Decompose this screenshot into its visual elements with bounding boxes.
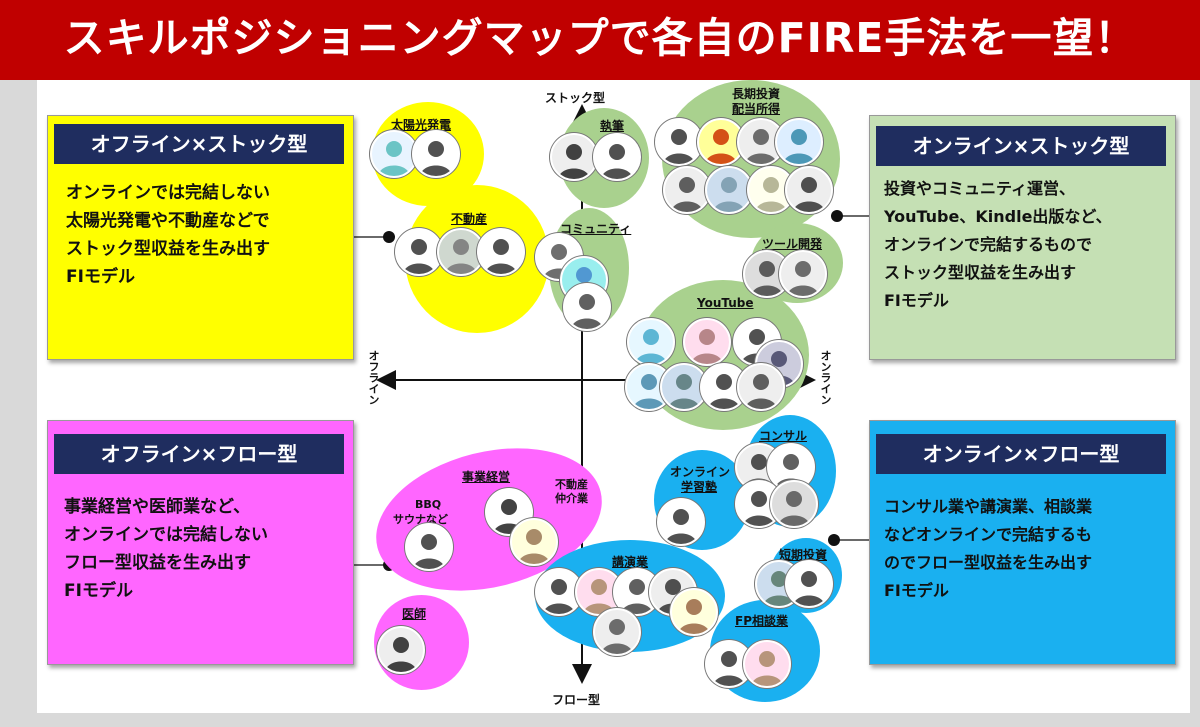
avatar xyxy=(663,166,711,214)
label-lecture: 講演業 xyxy=(612,555,649,569)
avatar xyxy=(705,166,753,214)
label-tooldev: ツール開発 xyxy=(762,237,823,251)
label-online-school-2: 学習塾 xyxy=(681,480,718,494)
box-title-online-flow: オンライン×フロー型 xyxy=(876,434,1166,474)
label-business: 事業経営 xyxy=(462,470,511,484)
avatar xyxy=(370,130,418,178)
label-bbq-1: BBQ xyxy=(415,498,442,511)
avatar xyxy=(395,228,443,276)
box-online-flow: オンライン×フロー型 コンサル業や講演業、相談業 などオンラインで完結するも の… xyxy=(869,420,1176,665)
avatar xyxy=(670,588,718,636)
avatar xyxy=(779,250,827,298)
label-realestate: 不動産 xyxy=(451,212,488,226)
label-community: コミュニティ xyxy=(560,222,632,236)
box-text-offline-stock: オンラインでは完結しない 太陽光発電や不動産などで ストック型収益を生み出す F… xyxy=(66,183,270,287)
box-title-offline-flow: オフライン×フロー型 xyxy=(54,434,344,474)
axis-label-online: オンライン xyxy=(819,350,832,405)
box-online-stock: オンライン×ストック型 投資やコミュニティ運営、 YouTube、Kindle出… xyxy=(869,115,1176,360)
avatar xyxy=(627,318,675,366)
box-text-online-stock: 投資やコミュニティ運営、 YouTube、Kindle出版など、 オンラインで完… xyxy=(884,179,1112,310)
box-offline-stock: オフライン×ストック型 オンラインでは完結しない 太陽光発電や不動産などで スト… xyxy=(47,115,354,360)
avatar xyxy=(785,560,833,608)
label-solar: 太陽光発電 xyxy=(391,118,452,132)
label-broker-1: 不動産 xyxy=(555,478,588,491)
avatar xyxy=(550,133,598,181)
box-title-offline-stock: オフライン×ストック型 xyxy=(54,124,344,164)
avatar xyxy=(775,118,823,166)
avatar xyxy=(657,498,705,546)
avatar xyxy=(683,318,731,366)
avatar xyxy=(563,283,611,331)
avatar xyxy=(405,523,453,571)
box-title-online-stock: オンライン×ストック型 xyxy=(876,126,1166,166)
label-consult: コンサル xyxy=(759,429,808,443)
title-banner: スキルポジショニングマップで各自のFIRE手法を一望！ xyxy=(0,0,1200,80)
label-bbq-2: サウナなど xyxy=(393,513,448,526)
label-online-school-1: オンライン xyxy=(670,465,731,479)
avatar xyxy=(770,480,818,528)
avatar xyxy=(593,608,641,656)
label-doctor: 医師 xyxy=(402,607,427,621)
page-title: スキルポジショニングマップで各自のFIRE手法を一望！ xyxy=(63,14,1137,62)
axis-label-stock: ストック型 xyxy=(545,91,606,105)
axis-label-flow: フロー型 xyxy=(552,693,601,707)
label-broker-2: 仲介業 xyxy=(555,492,588,505)
label-longterm-1: 長期投資 xyxy=(732,87,781,101)
box-offline-flow: オフライン×フロー型 事業経営や医師業など、 オンラインでは完結しない フロー型… xyxy=(47,420,354,665)
avatar xyxy=(743,640,791,688)
avatar xyxy=(767,443,815,491)
label-shortterm: 短期投資 xyxy=(779,548,828,562)
avatar xyxy=(785,166,833,214)
label-youtube: YouTube xyxy=(697,296,754,310)
label-writing: 執筆 xyxy=(600,119,625,133)
avatar xyxy=(593,133,641,181)
avatar xyxy=(737,363,785,411)
avatar xyxy=(510,518,558,566)
label-fp: FP相談業 xyxy=(735,614,788,628)
box-text-offline-flow: 事業経営や医師業など、 オンラインでは完結しない フロー型収益を生み出す FIモ… xyxy=(64,497,268,601)
box-text-online-flow: コンサル業や講演業、相談業 などオンラインで完結するも のでフロー型収益を生み出… xyxy=(884,497,1093,600)
positioning-map: オフライン×ストック型 オンラインでは完結しない 太陽光発電や不動産などで スト… xyxy=(37,80,1190,713)
avatar xyxy=(477,228,525,276)
avatar xyxy=(655,118,703,166)
avatar xyxy=(377,626,425,674)
avatar xyxy=(412,130,460,178)
label-longterm-2: 配当所得 xyxy=(732,102,781,116)
axis-label-offline: オフライン xyxy=(367,350,380,405)
